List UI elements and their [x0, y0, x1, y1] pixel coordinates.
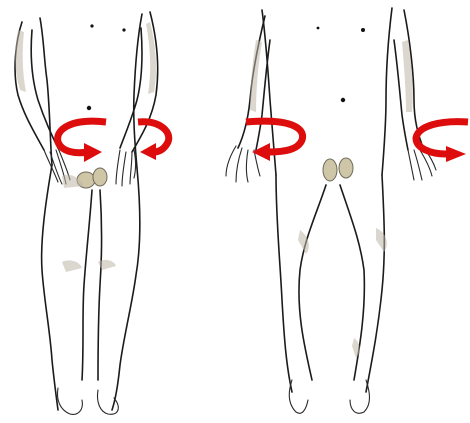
counterclockwise-arrow [138, 122, 169, 160]
clockwise-arrow [58, 121, 106, 162]
arrow-head [140, 143, 156, 160]
right-hand-left-figure [116, 150, 136, 186]
arrow-arc [416, 122, 468, 154]
arrow-arc [58, 121, 106, 152]
figure-left [15, 12, 158, 414]
arrow-head [84, 143, 102, 162]
figure-right [226, 8, 436, 413]
arrow-head [446, 146, 466, 162]
torso-outline-left [40, 14, 142, 168]
feet-right-figure [289, 380, 369, 413]
feet-left-figure [58, 388, 119, 414]
legs-right-figure [276, 175, 384, 392]
genitals-right-figure [323, 159, 337, 181]
arrow-head [252, 143, 270, 161]
legs-left-figure [42, 165, 140, 410]
